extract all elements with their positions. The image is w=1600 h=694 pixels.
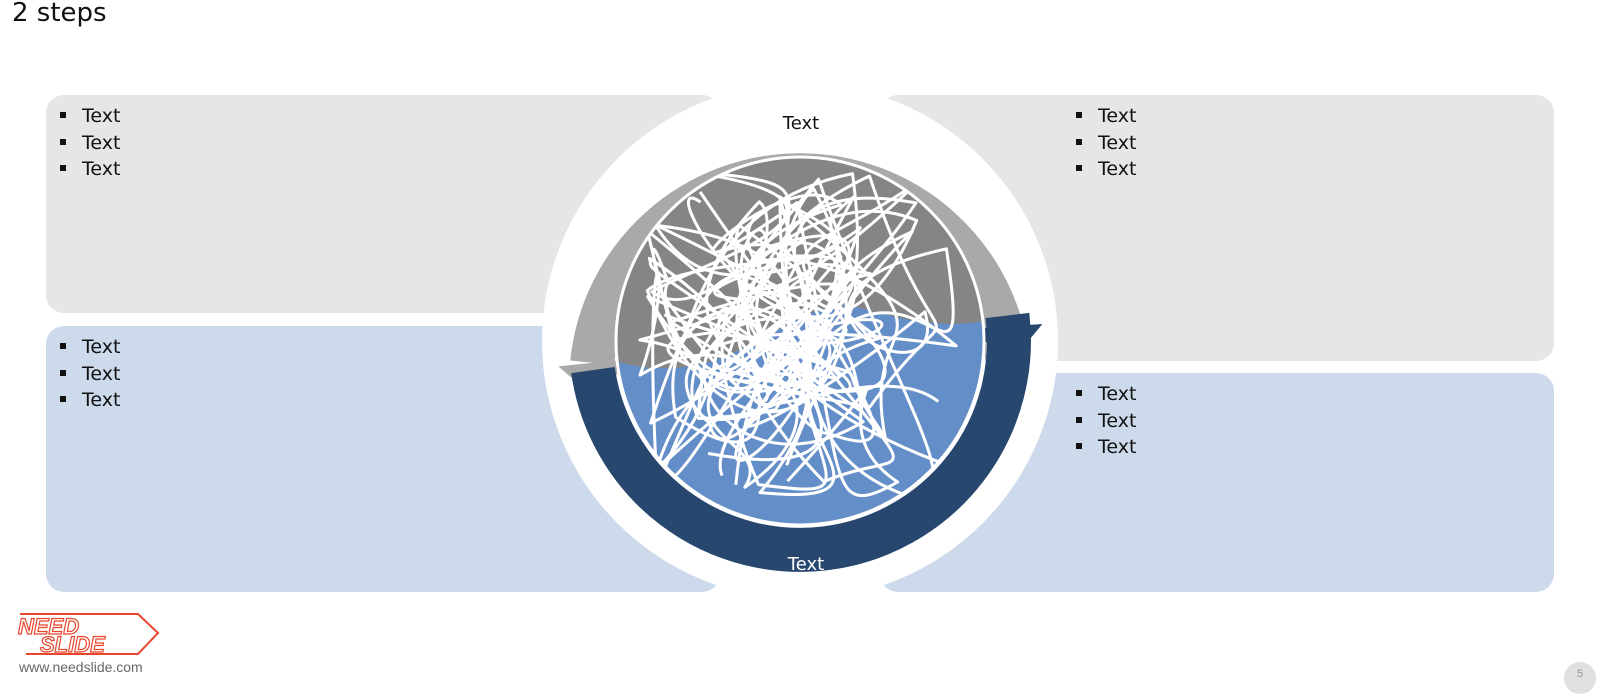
logo-arrow-outline: [20, 613, 160, 655]
bottom-arrow-arc: [571, 312, 1031, 572]
scribble-line: [633, 172, 938, 485]
needslide-logo: NEED SLIDE: [17, 613, 160, 656]
bullet-item: Text: [60, 130, 120, 157]
bullet-item: Text: [60, 387, 120, 414]
bottom-arrow: [571, 312, 1043, 572]
bullet-list-top-right: Text Text Text: [1076, 103, 1136, 183]
bullet-item: Text: [1076, 130, 1136, 157]
bullet-list-top-left: Text Text Text: [60, 103, 120, 183]
page-number: 5: [1564, 662, 1596, 694]
ball-scribble-lines: [633, 169, 958, 502]
slide-title: 2 steps: [12, 0, 107, 28]
bullet-item: Text: [1076, 408, 1136, 435]
bullet-list-bottom-left: Text Text Text: [60, 334, 120, 414]
ball-outline: [614, 155, 986, 527]
footer-url: www.needslide.com: [19, 659, 143, 675]
bullet-list-bottom-right: Text Text Text: [1076, 381, 1136, 461]
bullet-item: Text: [60, 334, 120, 361]
bullet-item: Text: [60, 156, 120, 183]
bullet-item: Text: [1076, 381, 1136, 408]
scribble-line: [638, 200, 955, 428]
bottom-arrow-label: Text: [787, 554, 824, 575]
bottom-arrow-head-icon: [974, 324, 1043, 367]
logo-word-slide: SLIDE: [40, 632, 106, 656]
logo-word-need: NEED: [18, 614, 79, 639]
top-arrow-label: Text: [782, 113, 819, 134]
scribble-line: [647, 191, 895, 484]
bullet-item: Text: [1076, 434, 1136, 461]
tangled-ball: [616, 157, 984, 525]
ball-bottom-half: [616, 305, 984, 525]
bullet-item: Text: [60, 103, 120, 130]
bullet-item: Text: [60, 361, 120, 388]
bullet-item: Text: [1076, 156, 1136, 183]
bullet-item: Text: [1076, 103, 1136, 130]
